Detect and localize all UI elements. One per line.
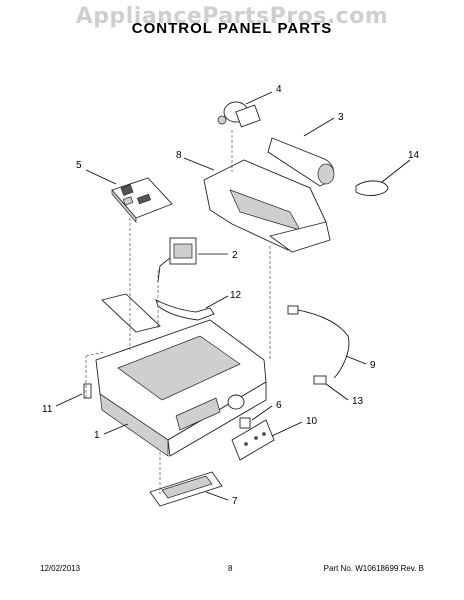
callout-4: 4: [276, 84, 282, 95]
assembly-lines: [85, 130, 271, 494]
control-panel-frame-part: [95, 293, 267, 457]
callout-3: 3: [338, 112, 344, 123]
callout-9: 9: [370, 360, 376, 371]
footer-page-number: 8: [228, 564, 233, 573]
transformer-part: [157, 237, 197, 283]
wire-connector-part: [287, 305, 350, 379]
callout-13: 13: [352, 396, 364, 407]
callout-2: 2: [232, 250, 238, 261]
callout-10: 10: [306, 416, 318, 427]
button-panel-part: [231, 419, 275, 461]
small-connector-part: [313, 375, 327, 385]
watermark: AppliancePartsPros.com: [75, 4, 389, 29]
callout-6: 6: [276, 400, 282, 411]
wire-harness-part: [155, 299, 215, 321]
screw-part: [83, 383, 92, 399]
callout-8: 8: [176, 150, 182, 161]
page-title: CONTROL PANEL PARTS: [131, 20, 333, 37]
water-valve-part: [217, 101, 261, 128]
callout-14: 14: [408, 150, 420, 161]
callout-11: 11: [42, 404, 53, 415]
footer-part-number: Part No. W10618699 Rev. B: [323, 564, 424, 573]
callout-12: 12: [230, 290, 242, 301]
water-filter-part: [267, 137, 335, 187]
control-board-part: [111, 177, 173, 223]
leader-lines: [55, 91, 411, 501]
callout-1: 1: [94, 430, 100, 441]
callout-labels: 4 3 14 5 8 2 12 9 13 6 10 11 1 7: [42, 84, 420, 507]
light-cover-part: [149, 471, 223, 507]
clip-part: [239, 417, 251, 429]
callout-7: 7: [232, 496, 238, 507]
filter-cap-part: [355, 180, 389, 196]
callout-5: 5: [76, 160, 82, 171]
footer-date: 12/02/2013: [40, 564, 81, 573]
filter-housing-part: [203, 159, 331, 253]
